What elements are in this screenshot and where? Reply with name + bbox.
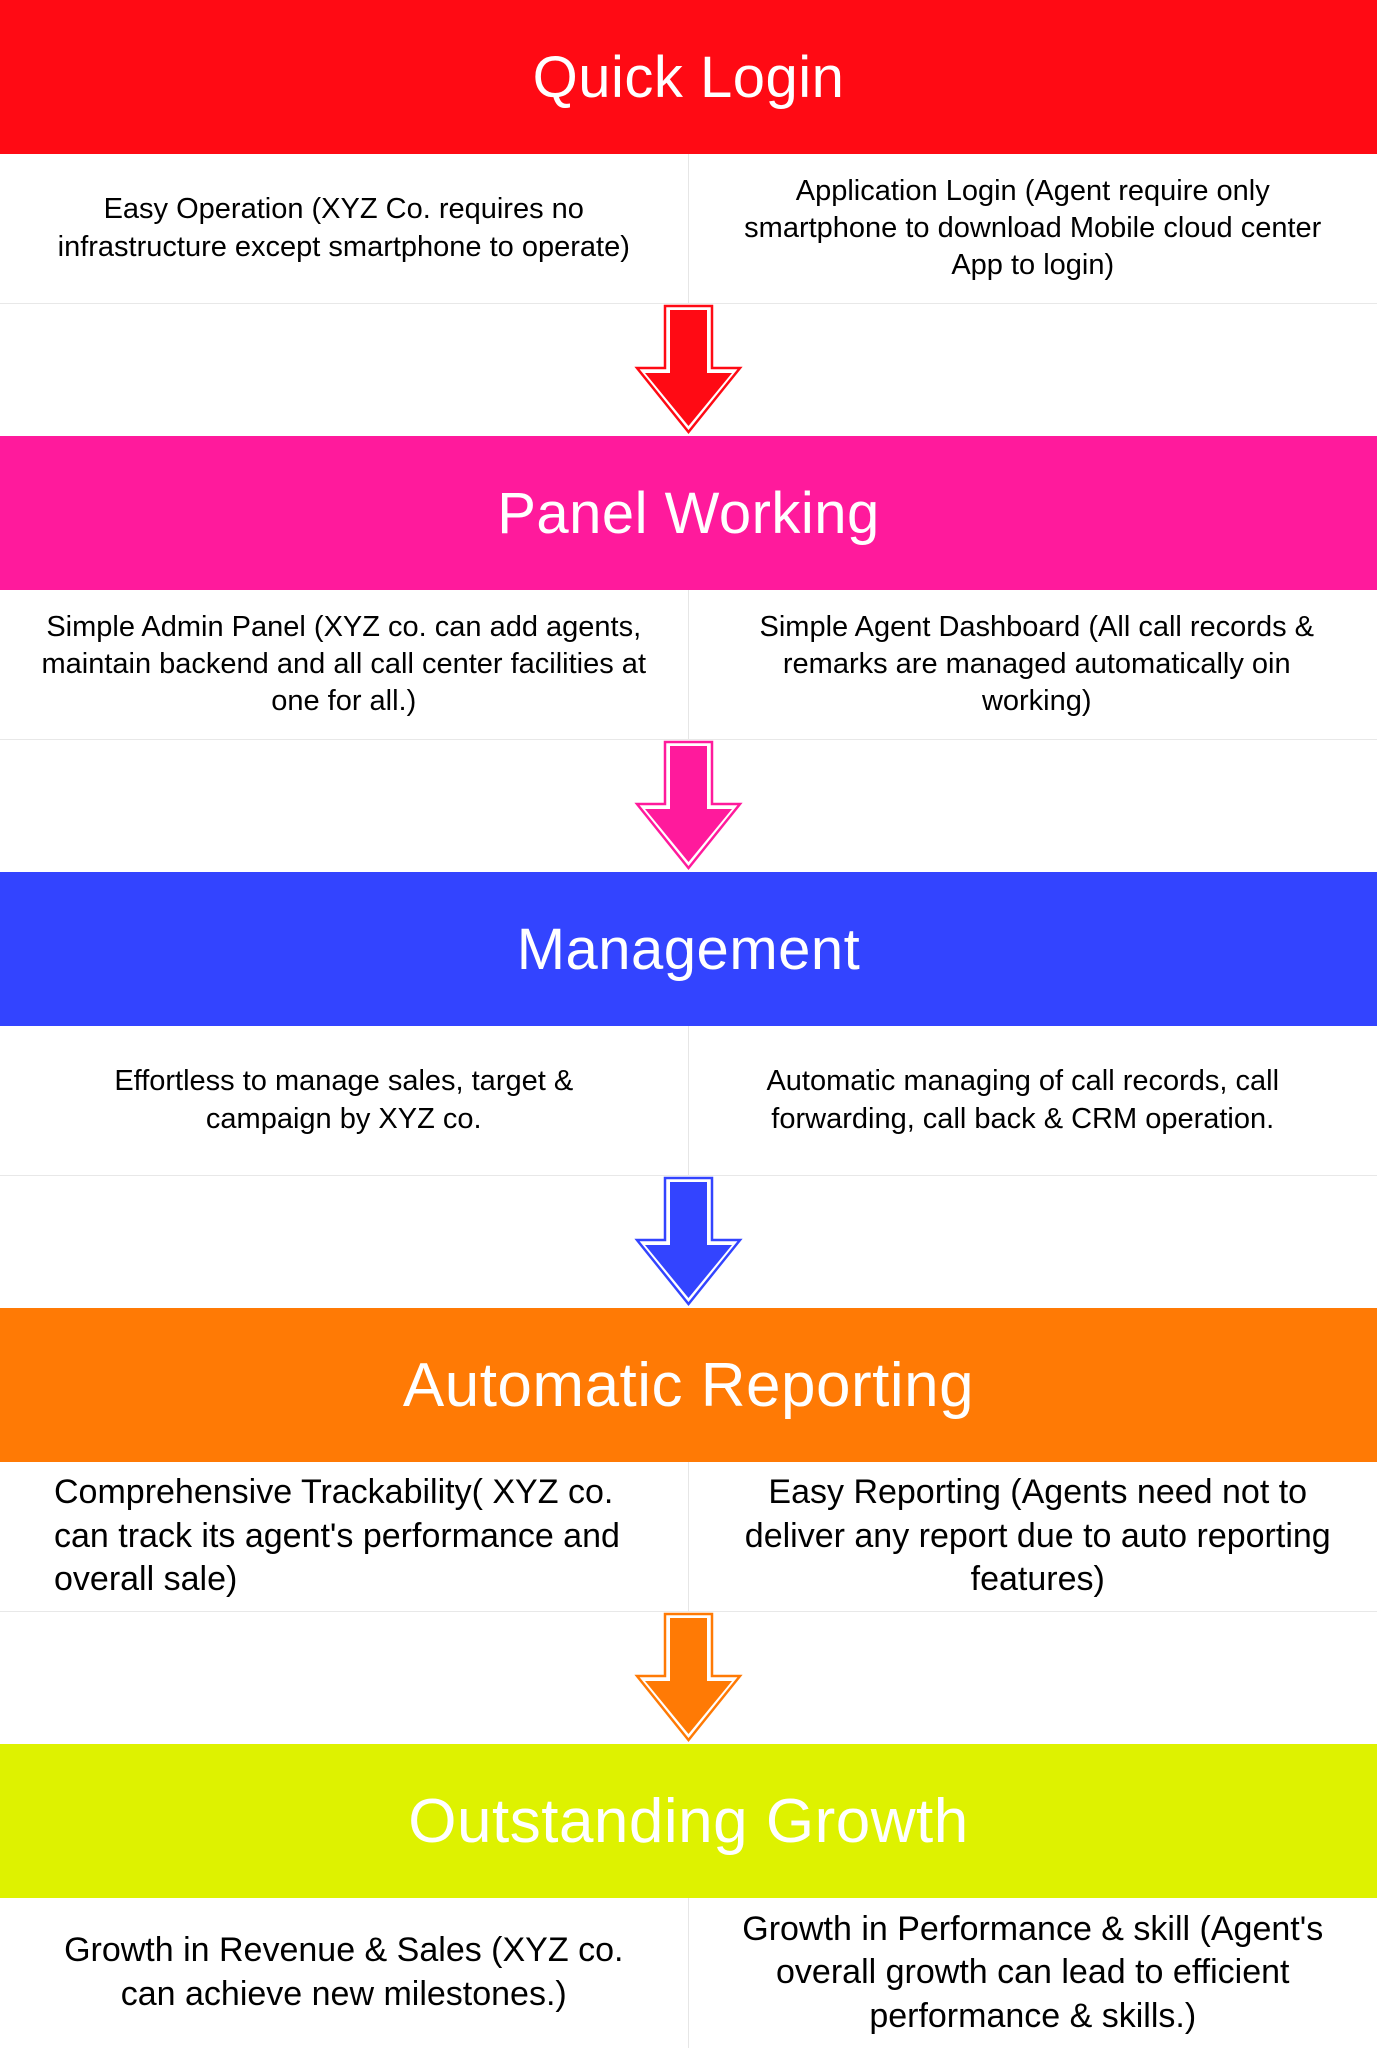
flow-arrow-down-icon — [630, 1176, 747, 1308]
stage-description-right: Application Login (Agent require only sm… — [744, 174, 1322, 282]
stage-description-row: Simple Admin Panel (XYZ co. can add agen… — [0, 590, 1377, 740]
stage-description-left: Growth in Revenue & Sales (XYZ co. can a… — [0, 1898, 689, 2048]
stage-header-automatic-reporting: Automatic Reporting — [0, 1308, 1377, 1462]
stage-description-right: Growth in Performance & skill (Agent's o… — [742, 1909, 1324, 2035]
stage-header-quick-login: Quick Login — [0, 0, 1377, 154]
flow-arrow-down-icon — [630, 304, 747, 436]
flow-arrow-down-icon — [630, 1612, 747, 1744]
stage-description-left: Simple Admin Panel (XYZ co. can add agen… — [0, 590, 689, 739]
stage-description-left: Comprehensive Trackability( XYZ co. can … — [0, 1462, 689, 1611]
flow-arrow-down-icon — [630, 740, 747, 872]
stage-header-outstanding-growth: Outstanding Growth — [0, 1744, 1377, 1898]
stage-description-row: Comprehensive Trackability( XYZ co. can … — [0, 1462, 1377, 1612]
stage-description-row: Growth in Revenue & Sales (XYZ co. can a… — [0, 1898, 1377, 2048]
stage-header-panel-working: Panel Working — [0, 436, 1377, 590]
stage-description-right: Easy Reporting (Agents need not to deliv… — [744, 1473, 1331, 1599]
stage-description-row: Effortless to manage sales, target & cam… — [0, 1026, 1377, 1176]
stage-description-right: Automatic managing of call records, call… — [766, 1065, 1280, 1135]
stage-description-left: Easy Operation (XYZ Co. requires no infr… — [0, 154, 689, 303]
stage-description-right: Simple Agent Dashboard (All call records… — [759, 610, 1314, 718]
stage-header-management: Management — [0, 872, 1377, 1026]
stage-description-row: Easy Operation (XYZ Co. requires no infr… — [0, 154, 1377, 304]
stage-description-left: Effortless to manage sales, target & cam… — [0, 1026, 689, 1175]
